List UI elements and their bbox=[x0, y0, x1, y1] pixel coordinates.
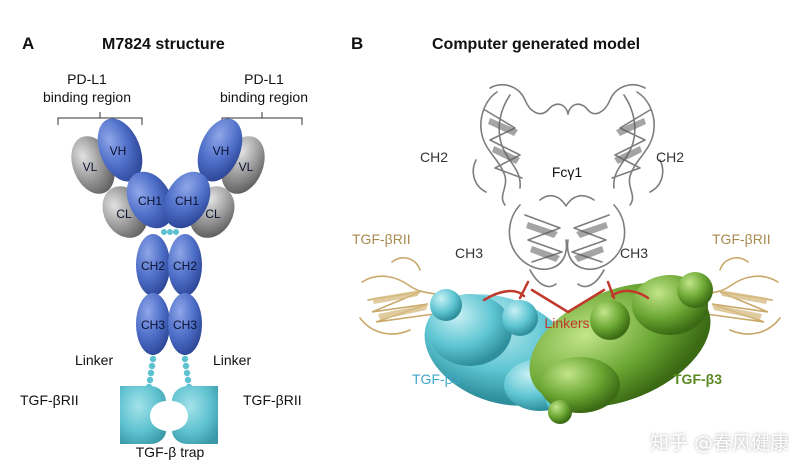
hinge-dot-1 bbox=[161, 229, 167, 235]
ch2-label-left: CH2 bbox=[141, 259, 165, 273]
ch2-domain-right bbox=[168, 234, 202, 296]
ch1-domain-right bbox=[163, 171, 211, 229]
ch3-domain-left bbox=[136, 293, 170, 355]
panel-a: A M7824 structure PD-L1 binding region P… bbox=[20, 34, 308, 460]
tgf-trap-receptor-left bbox=[120, 386, 166, 444]
tgf-b3-label-right: TGF-β3 bbox=[673, 371, 722, 387]
ch2-label-left-model: CH2 bbox=[420, 149, 448, 165]
cl-label-right: CL bbox=[205, 207, 221, 221]
linker-label-left: Linker bbox=[75, 352, 113, 368]
tgf-trap-receptor-right bbox=[172, 386, 218, 444]
panel-a-title: M7824 structure bbox=[102, 36, 225, 53]
ch3-label-left-model: CH3 bbox=[455, 245, 483, 261]
tgf-rii-label-left-model: TGF-βRII bbox=[352, 231, 411, 247]
ch1-label-right: CH1 bbox=[175, 194, 199, 208]
panel-b: B Computer generated model bbox=[351, 34, 781, 424]
tgf-trap-label: TGF-β trap bbox=[136, 444, 205, 460]
linkers-label: Linkers bbox=[544, 315, 589, 331]
fc-ribbon-sheets bbox=[488, 118, 646, 262]
pd-l1-left-bracket bbox=[57, 112, 143, 125]
panel-b-title: Computer generated model bbox=[432, 36, 640, 53]
tgf-rii-sheets-right bbox=[712, 290, 768, 320]
panel-a-letter: A bbox=[22, 34, 34, 53]
fc-label: Fcγ1 bbox=[552, 164, 583, 180]
watermark-text: 知乎 @春风健康 bbox=[649, 432, 789, 454]
panel-b-letter: B bbox=[351, 34, 363, 53]
ch3-label-right: CH3 bbox=[173, 318, 197, 332]
tgf-rii-sheets-left bbox=[372, 290, 428, 320]
vl-label-left: VL bbox=[83, 160, 98, 174]
ch3-domain-right bbox=[168, 293, 202, 355]
linker-label-right: Linker bbox=[213, 352, 251, 368]
ch1-label-left: CH1 bbox=[138, 194, 162, 208]
linker-chain-left bbox=[145, 355, 157, 391]
hinge-dot-2 bbox=[167, 229, 173, 235]
hinge-dot-3 bbox=[173, 229, 179, 235]
pd-l1-left-line2: binding region bbox=[43, 89, 131, 105]
tgf-b3-spheres-right bbox=[529, 272, 713, 424]
cl-label-left: CL bbox=[116, 207, 132, 221]
vh-domain-right bbox=[197, 118, 243, 182]
vh-label-left: VH bbox=[110, 144, 127, 158]
pd-l1-right-line1: PD-L1 bbox=[244, 71, 284, 87]
vl-label-right: VL bbox=[239, 160, 254, 174]
ch3-label-right-model: CH3 bbox=[620, 245, 648, 261]
linker-chain-right bbox=[181, 355, 193, 391]
ch3-label-left: CH3 bbox=[141, 318, 165, 332]
linker-lines-model bbox=[482, 280, 650, 314]
tgf-rii-label-right: TGF-βRII bbox=[243, 392, 302, 408]
ch2-label-right-model: CH2 bbox=[656, 149, 684, 165]
ch2-domain-left bbox=[136, 234, 170, 296]
pd-l1-left-line1: PD-L1 bbox=[67, 71, 107, 87]
vh-domain-left bbox=[97, 118, 143, 182]
pd-l1-right-line2: binding region bbox=[220, 89, 308, 105]
ch1-domain-left bbox=[126, 171, 174, 229]
tgf-b3-label-left: TGF-β3 bbox=[412, 371, 461, 387]
ch2-label-right: CH2 bbox=[173, 259, 197, 273]
vh-label-right: VH bbox=[213, 144, 230, 158]
tgf-rii-label-right-model: TGF-βRII bbox=[712, 231, 771, 247]
tgf-rii-label-left: TGF-βRII bbox=[20, 392, 79, 408]
